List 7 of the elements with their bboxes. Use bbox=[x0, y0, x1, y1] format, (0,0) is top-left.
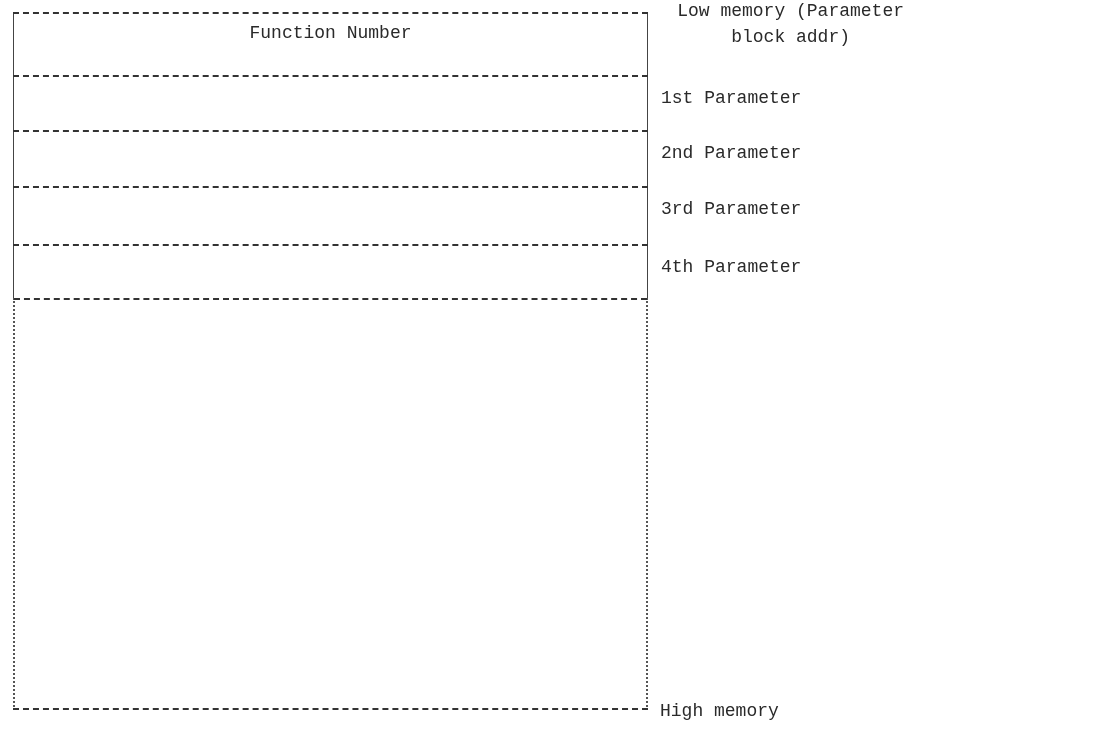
memory-address-label: 1st Parameter bbox=[661, 87, 802, 110]
memory-address-label: 2nd Parameter bbox=[661, 142, 802, 165]
memory-address-label: Low memory (Parameter block addr) bbox=[676, 0, 906, 49]
cell-text: Function Number bbox=[249, 23, 412, 43]
memory-address-label: 4th Parameter bbox=[661, 256, 802, 279]
memory-address-label: 3rd Parameter bbox=[661, 198, 802, 221]
memory-address-label: High memory bbox=[660, 700, 779, 723]
